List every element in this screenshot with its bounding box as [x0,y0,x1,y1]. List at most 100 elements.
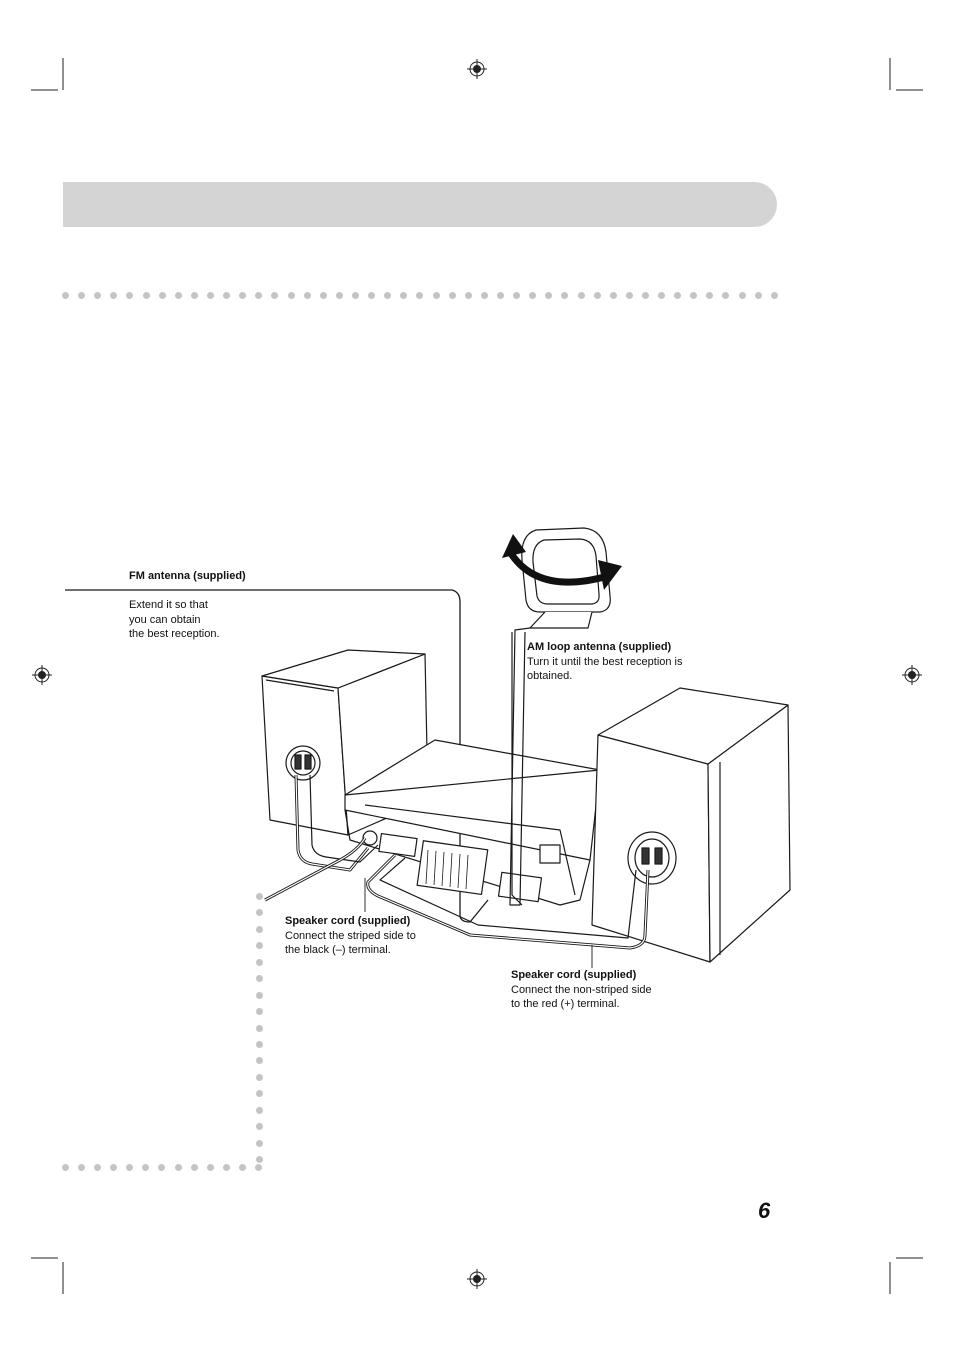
divider-dot [770,291,778,299]
divider-dot [222,1163,230,1171]
divider-dot [255,958,263,966]
am-antenna-label: AM loop antenna (supplied) Turn it until… [527,640,683,684]
divider-dot [255,909,263,917]
speaker-cord-left-line-1: Connect the striped side to [285,929,416,942]
divider-dot [674,291,682,299]
speaker-cord-right-line-2: to the red (+) terminal. [511,998,620,1010]
am-antenna-title: AM loop antenna (supplied) [527,641,672,653]
crop-mark-icon [31,58,923,1294]
divider-dot [609,291,617,299]
divider-dot [255,1106,263,1114]
speaker-cord-left-line-2: the black (–) terminal. [285,944,391,956]
divider-dot [577,291,585,299]
divider-dot [464,291,472,299]
divider-dot [206,1163,214,1171]
divider-dot [529,291,537,299]
divider-dot [335,291,343,299]
fm-antenna-line-3: the best reception. [129,628,220,640]
divider-dot [255,991,263,999]
speaker-cord-right-title: Speaker cord (supplied) [511,969,637,981]
rotate-arrow-icon [502,534,622,590]
divider-dot [110,291,118,299]
section-header-bar [63,182,777,227]
divider-dot [78,1163,86,1171]
divider-dot [255,942,263,950]
divider-dot [158,1163,166,1171]
registration-mark-icon [32,59,922,1289]
divider-dot [561,291,569,299]
divider-dot [238,1163,246,1171]
divider-dot [126,291,134,299]
divider-dot [287,291,295,299]
divider-dot [384,291,392,299]
divider-dot [738,291,746,299]
divider-dot [513,291,521,299]
speaker-cord-left-label: Speaker cord (supplied) Connect the stri… [285,914,416,958]
dotted-divider-vertical [255,893,263,1163]
divider-dot [206,291,214,299]
divider-dot [255,291,263,299]
divider-dot [110,1163,118,1171]
divider-dot [480,291,488,299]
divider-dot [255,1073,263,1081]
divider-dot [658,291,666,299]
divider-dot [62,1163,69,1171]
divider-dot [142,291,150,299]
fm-antenna-description: Extend it so that you can obtain the bes… [129,598,220,642]
divider-dot [255,893,263,900]
divider-dot [174,1163,182,1171]
divider-dot [126,1163,134,1171]
right-speaker [591,687,791,963]
divider-dot [142,1163,150,1171]
divider-dot [271,291,279,299]
divider-dot [303,291,311,299]
divider-dot [319,291,327,299]
speaker-cord-left-title: Speaker cord (supplied) [285,915,411,927]
am-antenna-line-1: Turn it until the best reception is [527,655,683,668]
divider-dot [255,1090,263,1098]
divider-dot [158,291,166,299]
divider-dot [255,1040,263,1048]
divider-dot [351,291,359,299]
divider-dot [254,1163,262,1171]
divider-dot [239,291,247,299]
divider-dot [416,291,424,299]
divider-dot [255,1139,263,1147]
divider-dot [255,1024,263,1032]
divider-dot [722,291,730,299]
fm-antenna-line-2: you can obtain [129,613,201,626]
divider-dot [496,291,504,299]
divider-dot [593,291,601,299]
divider-dot [625,291,633,299]
divider-dot [641,291,649,299]
divider-dot [255,1008,263,1016]
divider-dot [255,1156,263,1163]
am-antenna-line-2: obtained. [527,670,573,682]
divider-dot [368,291,376,299]
divider-dot [754,291,762,299]
divider-dot [448,291,456,299]
fm-antenna-title: FM antenna (supplied) [129,570,246,582]
divider-dot [400,291,408,299]
divider-dot [223,291,231,299]
dotted-divider-top [62,291,778,299]
divider-dot [190,291,198,299]
speaker-cord-right-line-1: Connect the non-striped side [511,983,652,996]
divider-dot [432,291,440,299]
divider-dot [94,1163,102,1171]
divider-dot [255,975,263,983]
divider-dot [255,925,263,933]
speaker-cord-right-label: Speaker cord (supplied) Connect the non-… [511,968,652,1012]
divider-dot [545,291,553,299]
divider-dot [190,1163,198,1171]
am-loop-antenna [509,527,611,906]
divider-dot [78,291,86,299]
fm-antenna-line-1: Extend it so that [129,599,208,611]
divider-dot [94,291,102,299]
divider-dot [706,291,714,299]
dotted-divider-bottom [62,1163,262,1171]
divider-dot [62,291,69,299]
page-number: 6 [758,1198,771,1223]
